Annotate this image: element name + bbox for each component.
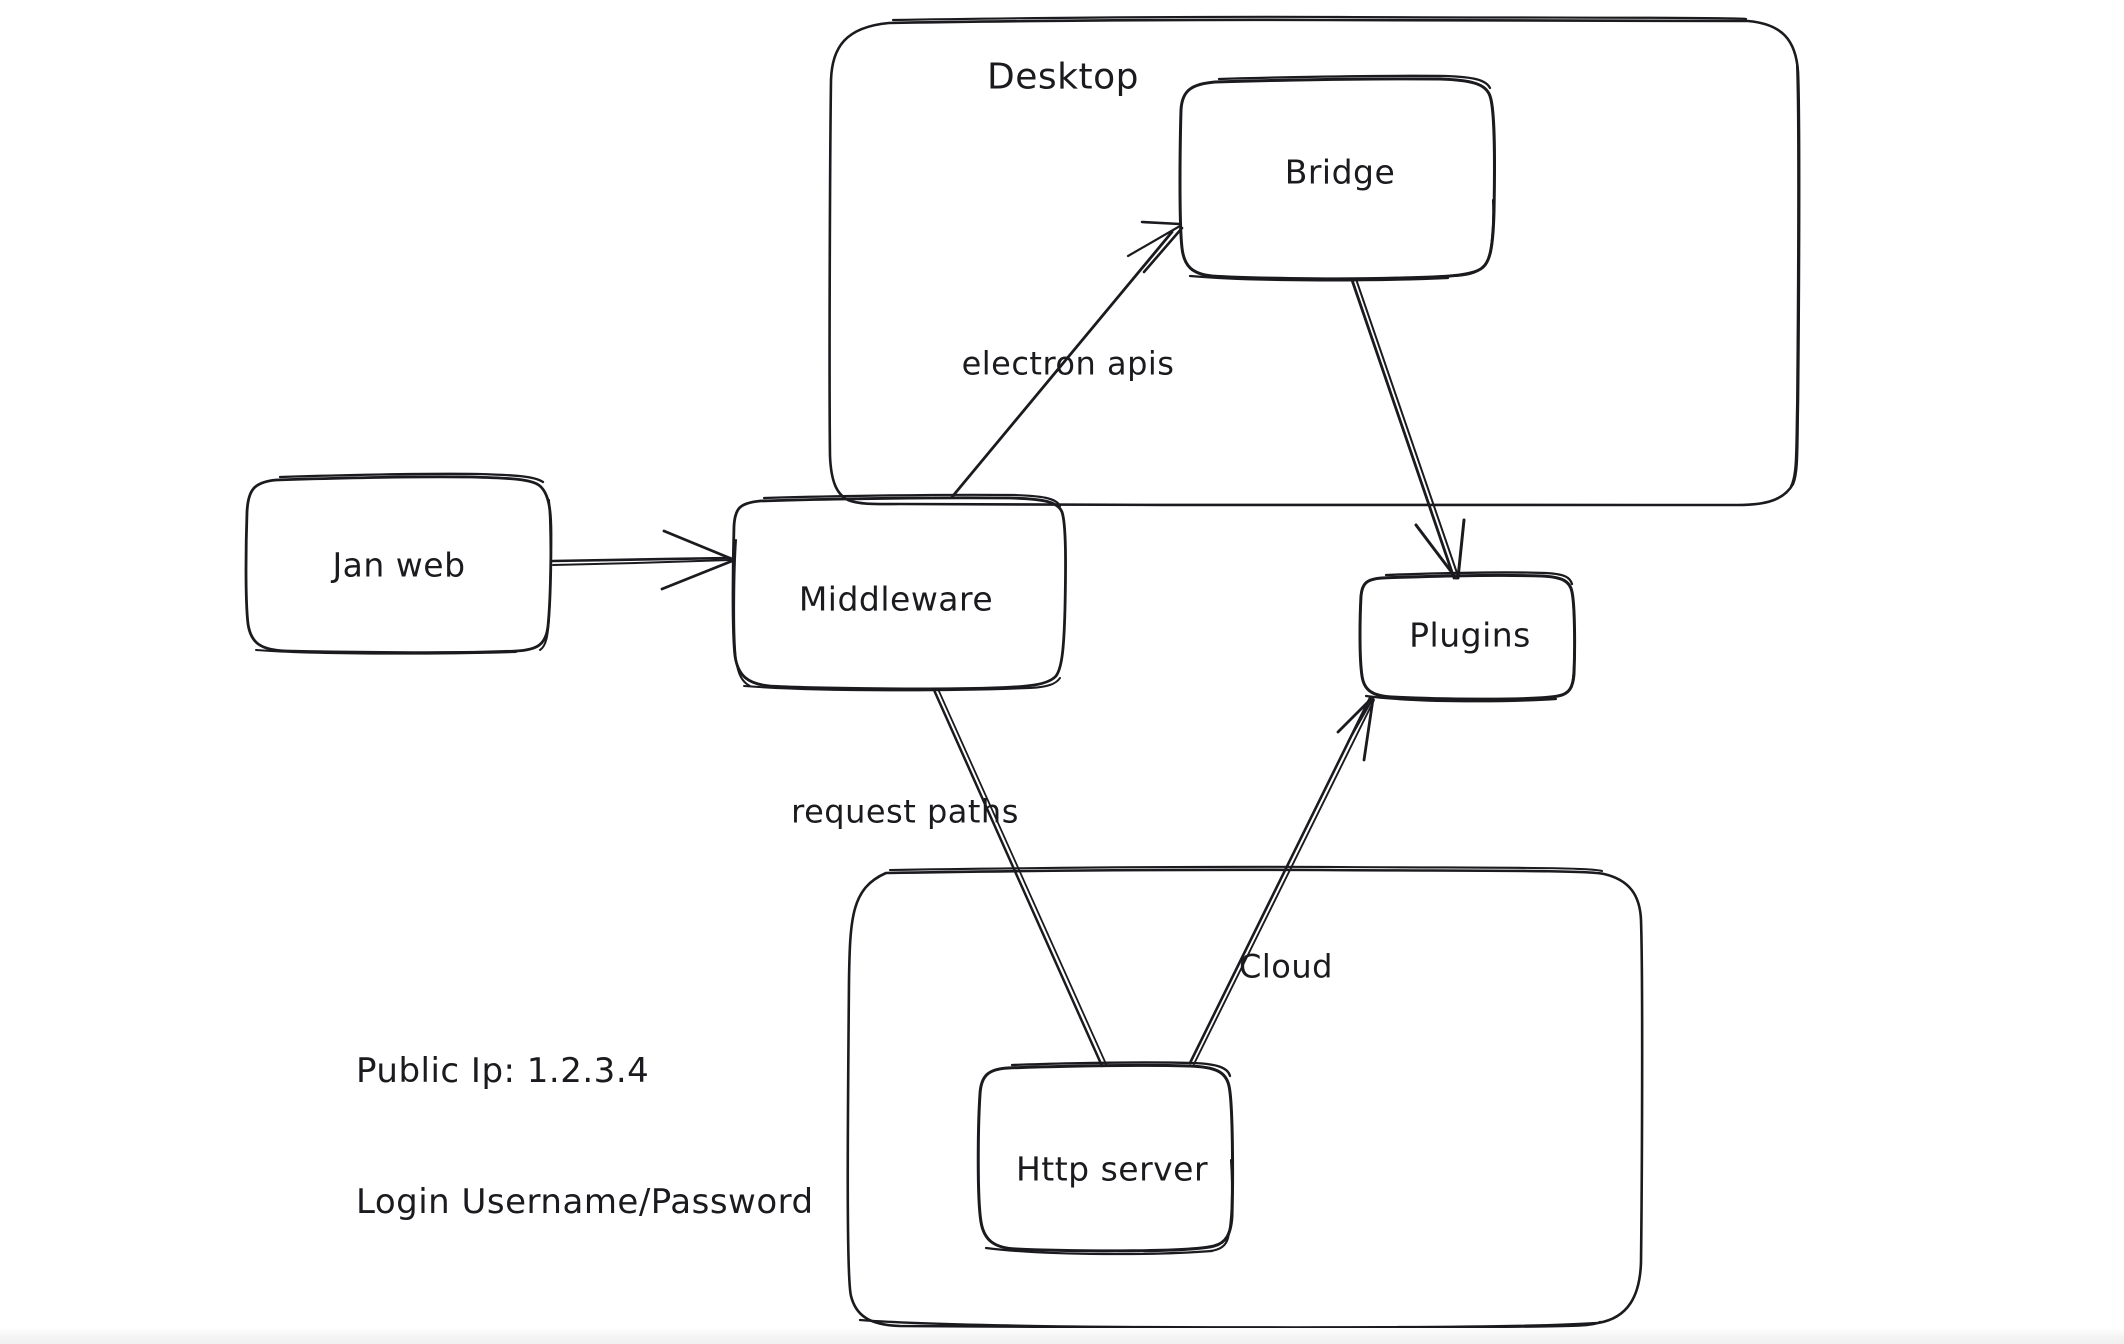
node-label-bridge: Bridge [1284, 152, 1396, 192]
node-label-plugins: Plugins [1409, 615, 1531, 655]
node-label-middleware: Middleware [798, 579, 994, 619]
note-login: Login Username/Password [356, 1181, 814, 1222]
edge-label-request-paths: request paths [791, 792, 1019, 831]
edge-label-electron-apis: electron apis [961, 344, 1175, 383]
node-jan-web-outline[interactable] [244, 472, 553, 655]
note-public-ip-login: Public Ip: 1.2.3.4 Login Username/Passwo… [356, 963, 814, 1311]
node-middleware-outline[interactable] [731, 493, 1067, 692]
node-http-server-outline[interactable] [976, 1061, 1235, 1256]
edge-janweb-to-middleware [551, 529, 734, 591]
node-bridge-outline[interactable] [1178, 74, 1497, 282]
bottom-edge-band [0, 1328, 2124, 1344]
edge-label-cloud: Cloud [1239, 947, 1333, 986]
node-label-http-server: Http server [1015, 1149, 1209, 1189]
edge-middleware-to-httpserver [932, 688, 1107, 1068]
edge-bridge-to-plugins [1350, 278, 1466, 580]
node-label-jan-web: Jan web [332, 545, 466, 585]
group-cloud-outline [846, 865, 1644, 1330]
edge-httpserver-to-plugins [1188, 696, 1375, 1065]
group-desktop-outline [828, 15, 1801, 508]
edge-middleware-to-bridge [950, 220, 1184, 499]
group-label-desktop: Desktop [987, 56, 1139, 98]
note-public-ip: Public Ip: 1.2.3.4 [356, 1051, 650, 1092]
node-plugins-outline[interactable] [1358, 571, 1577, 703]
